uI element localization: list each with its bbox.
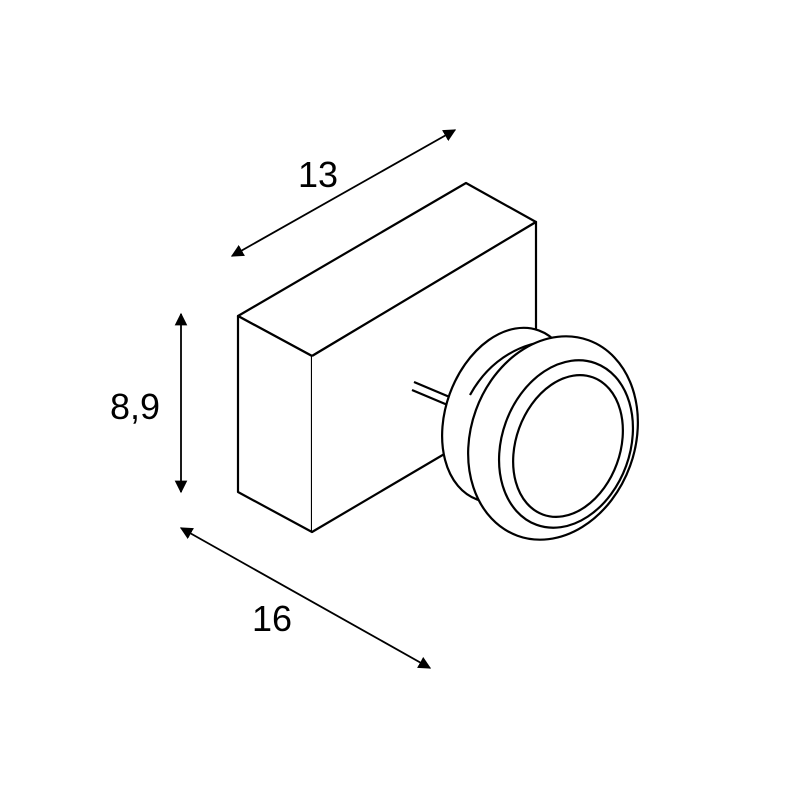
stem [411, 380, 453, 408]
lens [512, 374, 624, 518]
mount-box [236, 181, 538, 534]
depth-dimension-line [179, 527, 432, 669]
depth-label: 16 [252, 598, 293, 639]
height-label: 8,9 [110, 386, 161, 427]
dimension-lines [174, 129, 457, 669]
width-label: 13 [298, 154, 339, 195]
box-side-face [311, 220, 538, 533]
width-dimension-line [230, 129, 457, 257]
spot-head [411, 326, 639, 541]
